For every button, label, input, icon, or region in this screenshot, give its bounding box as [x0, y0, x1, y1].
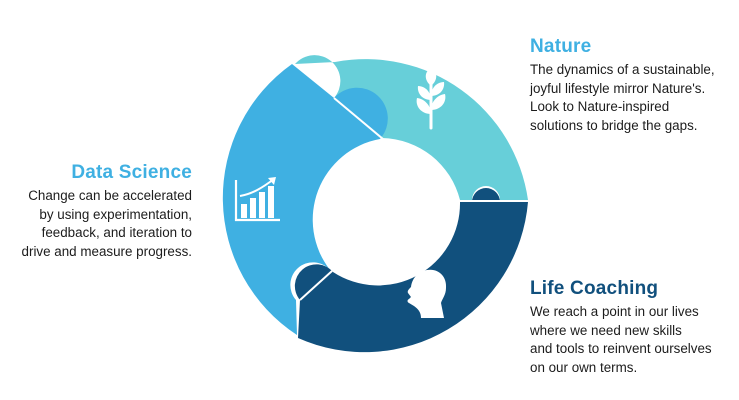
data-science-block: Data Science Change can be accelerated b…: [10, 162, 192, 261]
data-science-segment: [222, 64, 388, 335]
bar-chart-icon: [234, 177, 280, 222]
data-science-description: Change can be accelerated by using exper…: [21, 188, 192, 259]
data-science-title: Data Science: [71, 162, 192, 183]
life-coaching-description: We reach a point in our lives where we n…: [530, 304, 712, 375]
nature-block: Nature The dynamics of a sustainable, jo…: [530, 36, 735, 135]
segment-separators: [299, 97, 528, 301]
plant-icon: [416, 68, 446, 130]
nature-description: The dynamics of a sustainable, joyful li…: [530, 62, 715, 133]
life-coaching-title: Life Coaching: [530, 278, 659, 299]
nature-title: Nature: [530, 36, 592, 57]
life-coaching-segment: [294, 188, 528, 353]
head-silhouette-icon: [407, 269, 447, 318]
life-coaching-block: Life Coaching We reach a point in our li…: [530, 278, 735, 377]
